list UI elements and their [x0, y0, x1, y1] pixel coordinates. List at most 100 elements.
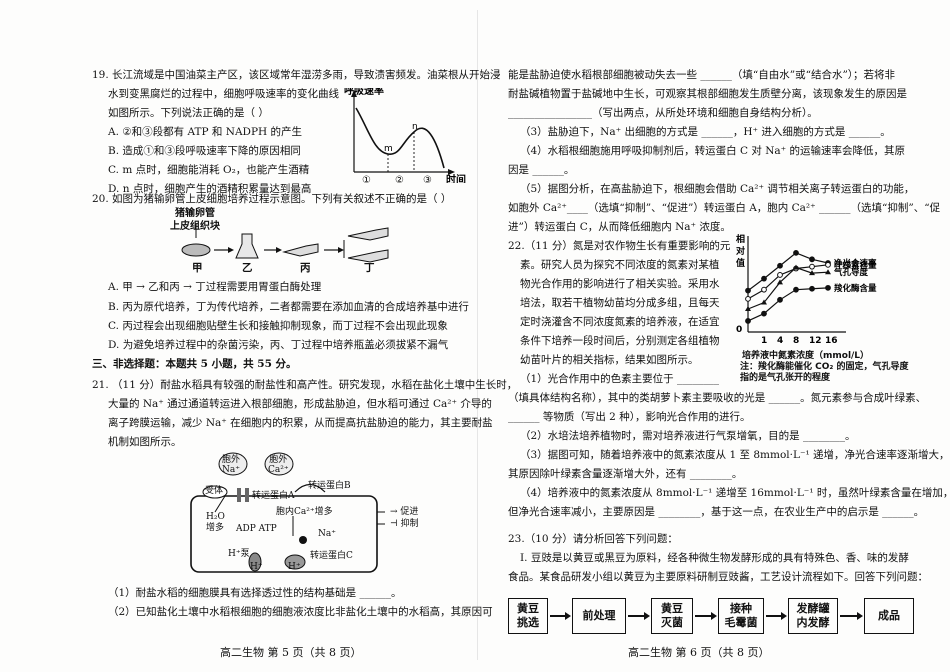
series-line-2 — [747, 266, 829, 310]
series-1-point-5 — [825, 261, 831, 268]
outside-ca-label: 胞外 Ca²⁺ — [268, 455, 289, 476]
salt-tolerance-mechanism-figure — [190, 452, 385, 573]
x-tick-5: 16 — [825, 336, 838, 346]
q20-option-b: B. 丙为原代培养，丁为传代培养，二者都需要在添加血清的合成培养基中进行 — [108, 301, 469, 313]
point-n-label: n — [412, 122, 418, 132]
x-tick-4: 12 — [809, 336, 822, 346]
respiration-curve — [355, 107, 445, 169]
q21-cont-line1: 能是盐胁迫使水稻根部细胞被动失去一些 ______（填“自由水”或“结合水”）；… — [508, 69, 896, 81]
bottle-ding-2 — [347, 249, 389, 263]
flow-arrow-2 — [695, 615, 712, 617]
q22-sub3-line1: （3）据图可知，随着培养液中的氮素浓度从 1 至 8mmol·L⁻¹ 递增，净光… — [520, 449, 950, 461]
q22-sub1-line3: ______ 等物质（写出 2 种），影响光合作用的进行。 — [508, 411, 751, 423]
inhibit-legend: ⊣ 抑制 — [390, 519, 419, 529]
cell-membrane — [190, 495, 378, 573]
series-1-point-2 — [777, 272, 783, 278]
label-bing: 丙 — [300, 262, 311, 274]
na-ion-label: Na⁺ — [318, 529, 336, 539]
series-2-point-1 — [761, 299, 767, 305]
q21-line1: 21. （11 分）耐盐水稻具有较强的耐盐性和高产性。研究发现，水稻在盐化土壤中… — [92, 379, 518, 391]
q19-option-b: B. 造成①和③段呼吸速率下降的原因相同 — [108, 145, 301, 157]
chart-note-line1: 注：羧化酶能催化 CO₂ 的固定，气孔导度 — [740, 362, 909, 372]
graph-x-label: 时间 — [446, 173, 466, 183]
q22-sub3-line2: 其原因除叶绿素含量逐渐增大外，还有 ________。 — [508, 468, 743, 480]
channel-left — [237, 488, 241, 502]
series-3-point-4 — [809, 285, 815, 292]
series-label-1: 叶绿素含量 — [834, 260, 877, 271]
series-1-point-1 — [761, 286, 767, 293]
q21-line2: 大量的 Na⁺ 通过通道转运进入根部细胞，形成盐胁迫，但水稻可通过 Ca²⁺ 介… — [108, 398, 492, 410]
q21-cont-line2: 耐盐碱植物置于盐碱地中生长，可观察其根部细胞发生质壁分离，该现象发生的原因是 — [508, 88, 907, 100]
flask-yi — [235, 233, 259, 259]
flow-step-0: 黄豆 挑选 — [508, 598, 548, 634]
chart-note-line2: 指的是气孔张开的程度 — [740, 373, 831, 383]
h-pump-shape — [248, 552, 262, 572]
na-ion-dot — [299, 536, 307, 544]
series-0-point-3 — [793, 249, 799, 256]
q22-sub1-line2: （填具体结构名称），其中的类胡萝卜素主要吸收的光是 ______。氮元素参与合成… — [508, 392, 927, 404]
q22-line3: 物光合作用的影响进行了相关实验。采用水 — [520, 278, 720, 290]
flow-arrow-head-3 — [781, 612, 787, 620]
h-ion-label: H⁺ — [250, 562, 263, 572]
respiration-graph: 呼吸速率 m n ① ② ③ 时间 — [344, 88, 466, 183]
transporter-b-shape — [294, 483, 326, 493]
series-3-point-0 — [745, 318, 751, 324]
series-label-0: 净光合速率 — [834, 258, 877, 269]
culture-process-figure — [181, 224, 389, 263]
series-2-point-4 — [809, 270, 815, 276]
q22-sub2: （2）水培法培养植物时，需对培养液进行气泵增氧，目的是 ________。 — [520, 430, 856, 442]
x-tick-0: 0 — [736, 325, 742, 335]
outside-ca-bubble — [264, 452, 294, 476]
q21-line3: 离子跨膜运输，减少 Na⁺ 在细胞内的积累，从而提高抗盐胁迫的能力，其主要耐盐 — [108, 417, 493, 429]
q20-option-d: D. 为避免培养过程中的杂菌污染，丙、丁过程中培养瓶盖必须拔紧不漏气 — [108, 339, 449, 351]
series-1-point-0 — [745, 295, 751, 302]
series-label-3: 羧化酶含量 — [834, 283, 877, 294]
chart-y-label-2: 对 — [736, 245, 745, 257]
series-2-point-5 — [825, 269, 831, 275]
q21-sub1: （1）耐盐水稻的细胞膜具有选择透过性的结构基础是 ______。 — [108, 587, 402, 599]
q21-sub5-line1: （5）据图分析，在高盐胁迫下，根细胞会借助 Ca²⁺ 调节相关离子转运蛋白的功能… — [520, 183, 915, 195]
q22-sub1-line1: （1）光合作用中的色素主要位于 ________ — [520, 373, 720, 385]
q20-option-a: A. 甲 → 乙和丙 → 丁过程需要用胃蛋白酶处理 — [108, 281, 322, 293]
q23-line2: Ⅰ. 豆豉是以黄豆或黑豆为原料，经各种微生物发酵形成的具有特殊色、香、味的发酵 — [520, 552, 909, 564]
flow-arrow-head-2 — [711, 612, 717, 620]
series-1-point-4 — [809, 263, 815, 270]
series-3-point-1 — [761, 310, 767, 317]
outside-na-bubble — [218, 452, 248, 476]
column-divider — [477, 10, 478, 660]
water-increase-label: H₂O 增多 — [206, 512, 225, 533]
left-column: 19. 长江流域是中国油菜主产区，该区域常年湿涝多雨，导致渍害频发。油菜根从开始… — [92, 70, 517, 658]
h-pump-label: H⁺泵 — [228, 549, 250, 559]
chart-x-label: 培养液中氮素浓度（mmol/L） — [742, 351, 870, 361]
label-yi: 乙 — [242, 262, 253, 274]
q19-line1: 19. 长江流域是中国油菜主产区，该区域常年湿涝多雨，导致渍害频发。油菜根从开始… — [92, 69, 501, 81]
series-2-point-2 — [777, 279, 783, 285]
q22-line4: 培法，取若干植物幼苗均分成多组，且每天 — [520, 297, 720, 309]
x-tick-3: 8 — [793, 336, 799, 346]
series-0-point-4 — [809, 256, 815, 263]
series-3-point-3 — [793, 286, 799, 293]
flow-step-3: 接种 毛霉菌 — [718, 598, 764, 634]
series-0-point-2 — [777, 262, 783, 269]
q22-line2: 素。研究人员为探究不同浓度的氮素对某植 — [520, 259, 720, 271]
adp-atp-label: ADP ATP — [236, 524, 277, 534]
channel-right — [245, 488, 249, 502]
q21-sub4-line1: （4）水稻根细胞施用呼吸抑制剂后，转运蛋白 C 对 Na⁺ 的运输速率会降低，其… — [520, 145, 906, 157]
graph-y-label: 呼吸速率 — [344, 88, 384, 97]
flow-arrow-head-1 — [644, 612, 650, 620]
bottle-bing — [282, 243, 319, 257]
right-column: 能是盐胁迫使水稻根部细胞被动失去一些 ______（填“自由水”或“结合水”）；… — [478, 0, 950, 672]
q20-option-c: C. 丙过程会出现细胞贴壁生长和接触抑制现象，而丁过程不会出现此现象 — [108, 320, 448, 332]
chart-y-label-1: 相 — [736, 233, 745, 245]
q19-line3: 如图所示。下列说法正确的是（ ） — [108, 107, 269, 119]
right-footer: 高二生物 第 6 页（共 8 页） — [628, 646, 770, 659]
series-0-point-0 — [745, 287, 751, 294]
series-0-point-1 — [761, 275, 767, 282]
x-tick-2: 4 — [777, 336, 783, 346]
q22-line5: 定时浇灌含不同浓度氮素的培养液，在适宜 — [520, 316, 720, 328]
transporter-c-label: 转运蛋白C — [310, 551, 353, 561]
x-tick-1: 1 — [761, 336, 767, 346]
tissue-dish-jia — [181, 243, 211, 257]
point-m-label: m — [384, 144, 393, 154]
